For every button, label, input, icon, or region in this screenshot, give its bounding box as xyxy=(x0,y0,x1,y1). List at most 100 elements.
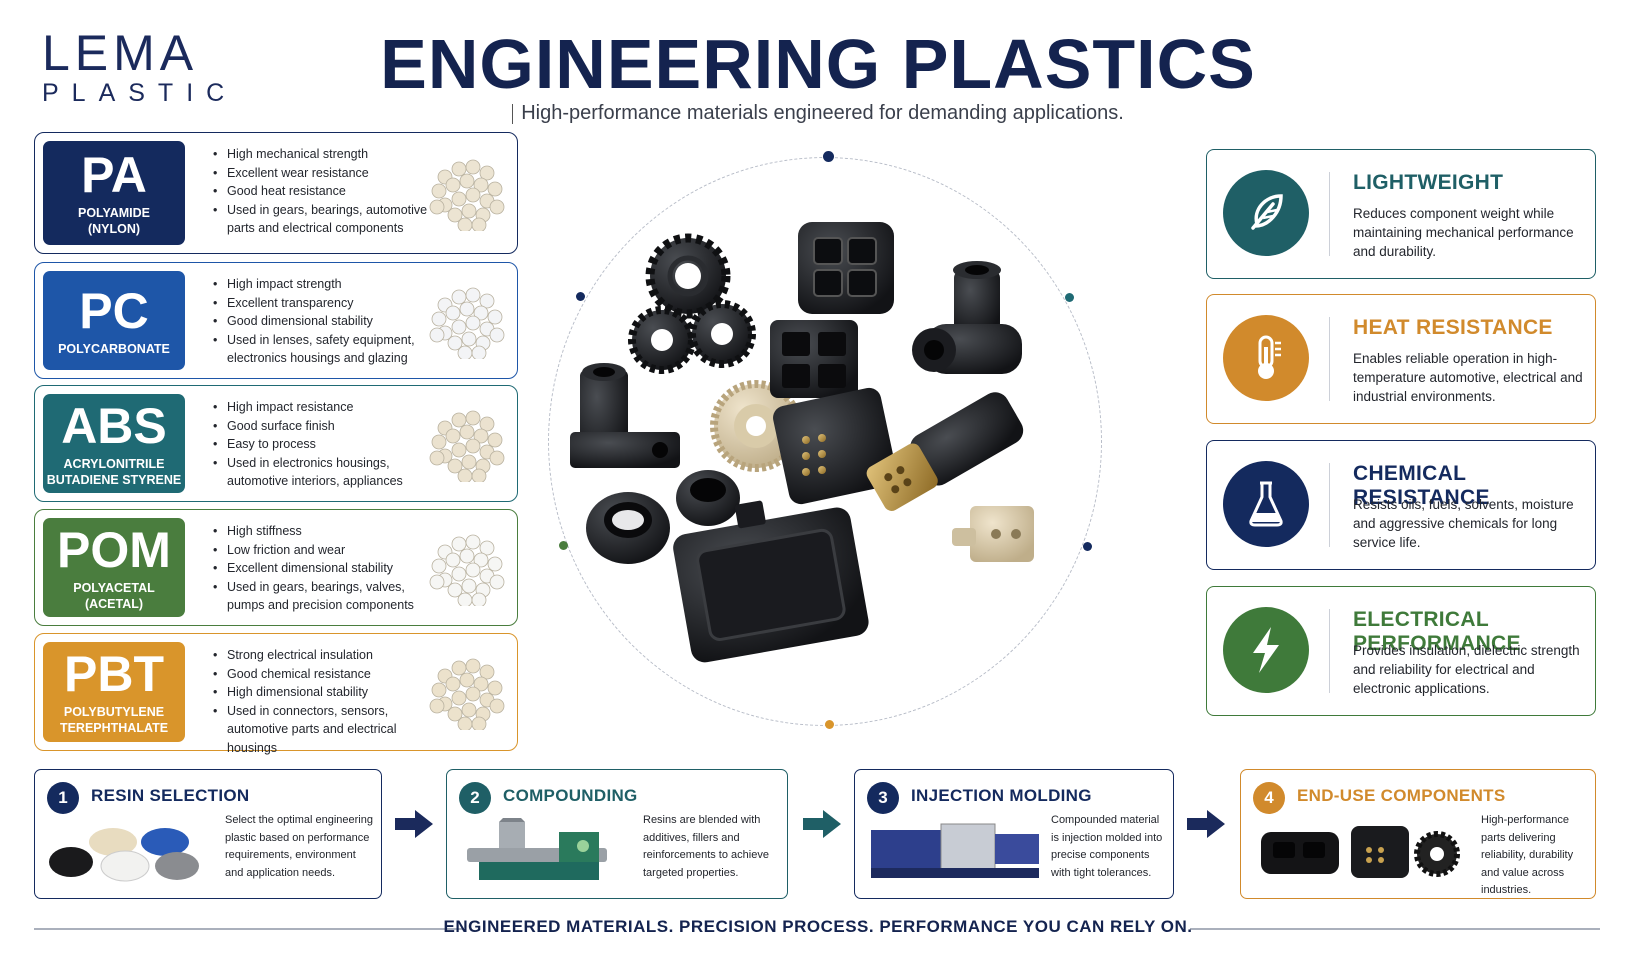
step-description: Select the optimal engineering plastic b… xyxy=(225,814,373,879)
connector-housing-part xyxy=(798,222,894,314)
step-number-badge: 1 xyxy=(47,782,79,814)
step-description: Compounded material is injection molded … xyxy=(1051,814,1163,879)
gear-part xyxy=(645,233,731,319)
lightning-icon xyxy=(1223,607,1309,693)
material-abbreviation: PC xyxy=(79,282,149,339)
property-item: Good chemical resistance xyxy=(211,665,433,684)
circle-dot-left-upper xyxy=(576,292,585,301)
step-title: INJECTION MOLDING xyxy=(911,786,1092,805)
gear-part xyxy=(628,306,696,374)
step-title: RESIN SELECTION xyxy=(91,786,250,805)
page-title: ENGINEERING PLASTICS xyxy=(380,25,1256,103)
property-item: Excellent transparency xyxy=(211,294,433,313)
feature-title: LIGHTWEIGHT xyxy=(1353,171,1504,194)
feature-divider xyxy=(1329,463,1330,547)
step-number-badge: 3 xyxy=(867,782,899,814)
step-title: COMPOUNDING xyxy=(503,786,638,805)
arrow-right-icon xyxy=(803,810,841,838)
material-abbreviation: POM xyxy=(57,521,171,578)
circle-dot-right-upper xyxy=(1065,293,1074,302)
circle-dot-left-lower xyxy=(559,541,568,550)
brass-connector-part xyxy=(866,392,1024,511)
step-number-badge: 2 xyxy=(459,782,491,814)
feature-title: HEAT RESISTANCE xyxy=(1353,316,1553,339)
company-logo: LEMA PLASTIC xyxy=(42,28,242,108)
footer-rule-right xyxy=(1190,928,1600,930)
feature-description: Reduces component weight while maintaini… xyxy=(1353,206,1574,259)
subtitle-text: High-performance materials engineered fo… xyxy=(521,102,1124,124)
resin-samples-image xyxy=(47,818,203,887)
property-item: Excellent wear resistance xyxy=(211,164,433,183)
resin-pellets-image xyxy=(429,658,505,730)
feature-divider xyxy=(1329,317,1330,401)
feature-card-lightweight: LIGHTWEIGHT Reduces component weight whil… xyxy=(1206,149,1596,279)
feature-divider xyxy=(1329,609,1330,693)
latch-clip-part xyxy=(952,506,1034,562)
property-item: Good heat resistance xyxy=(211,182,433,201)
property-item: High impact strength xyxy=(211,275,433,294)
property-item: Strong electrical insulation xyxy=(211,646,433,665)
resin-pellets-image xyxy=(429,534,505,606)
finished-components-image xyxy=(1253,818,1463,887)
gear-part xyxy=(688,300,756,368)
feature-description: Enables reliable operation in high-tempe… xyxy=(1353,351,1583,404)
logo-sub-text: PLASTIC xyxy=(42,79,238,107)
circle-dot-right-lower xyxy=(1083,542,1092,551)
bushing-part xyxy=(586,492,670,564)
process-step-1: 1 RESIN SELECTION Select the optimal engin… xyxy=(34,769,382,899)
footer-tagline: ENGINEERED MATERIALS. PRECISION PROCESS.… xyxy=(443,917,1193,936)
resin-pellets-image xyxy=(429,410,505,482)
property-item: Good surface finish xyxy=(211,417,433,436)
enclosure-base-part xyxy=(673,500,869,663)
elbow-fitting-part xyxy=(912,261,1022,374)
material-abbreviation: PA xyxy=(81,147,147,203)
material-properties-list: High impact resistanceGood surface finis… xyxy=(211,398,433,491)
step-title: END-USE COMPONENTS xyxy=(1297,786,1506,805)
page-subtitle: High-performance materials engineered fo… xyxy=(0,102,1636,125)
process-step-3: 3 INJECTION MOLDING Compounded material is… xyxy=(854,769,1174,899)
material-full-name: POLYCARBONATE xyxy=(58,341,170,356)
property-item: High mechanical strength xyxy=(211,145,433,164)
material-full-name: POLYBUTYLENE TEREPHTHALATE xyxy=(59,705,169,735)
spacer-part xyxy=(676,470,740,526)
circle-dot-bottom xyxy=(825,720,834,729)
arrow-right-icon xyxy=(395,810,433,838)
property-item: Used in electronics housings, automotive… xyxy=(211,454,433,491)
step-description: Resins are blended with additives, fille… xyxy=(643,814,769,879)
feather-icon xyxy=(1223,170,1309,256)
compounding-extruder-image xyxy=(459,816,619,887)
flask-icon xyxy=(1223,461,1309,547)
feature-title: CHEMICAL RESISTANCE xyxy=(1353,462,1490,509)
process-step-2: 2 COMPOUNDING Resins are blended with addi… xyxy=(446,769,788,899)
material-properties-list: High stiffnessLow friction and wearExcel… xyxy=(211,522,433,615)
thermometer-icon xyxy=(1223,315,1309,401)
feature-card-heat-resistance: HEAT RESISTANCE Enables reliable operatio… xyxy=(1206,294,1596,424)
property-item: Used in gears, bearings, valves, pumps a… xyxy=(211,578,433,615)
property-item: Easy to process xyxy=(211,435,433,454)
step-number-badge: 4 xyxy=(1253,782,1285,814)
property-item: Low friction and wear xyxy=(211,541,433,560)
feature-description: Resists oils, fuels, solvents, moisture … xyxy=(1353,497,1574,550)
injection-molding-machine-image xyxy=(867,818,1043,887)
property-item: Used in connectors, sensors, automotive … xyxy=(211,702,433,758)
circle-dot-top xyxy=(823,151,834,162)
material-properties-list: Strong electrical insulationGood chemica… xyxy=(211,646,433,757)
arrow-right-icon xyxy=(1187,810,1225,838)
material-abbreviation: ABS xyxy=(61,397,167,454)
property-item: Good dimensional stability xyxy=(211,312,433,331)
property-item: High impact resistance xyxy=(211,398,433,417)
property-item: High stiffness xyxy=(211,522,433,541)
nylon-gear-part xyxy=(710,380,802,472)
property-item: High dimensional stability xyxy=(211,683,433,702)
step-description: High-performance parts delivering reliab… xyxy=(1481,814,1574,896)
material-properties-list: High impact strengthExcellent transparen… xyxy=(211,275,433,368)
mounting-bracket-part xyxy=(570,363,680,468)
